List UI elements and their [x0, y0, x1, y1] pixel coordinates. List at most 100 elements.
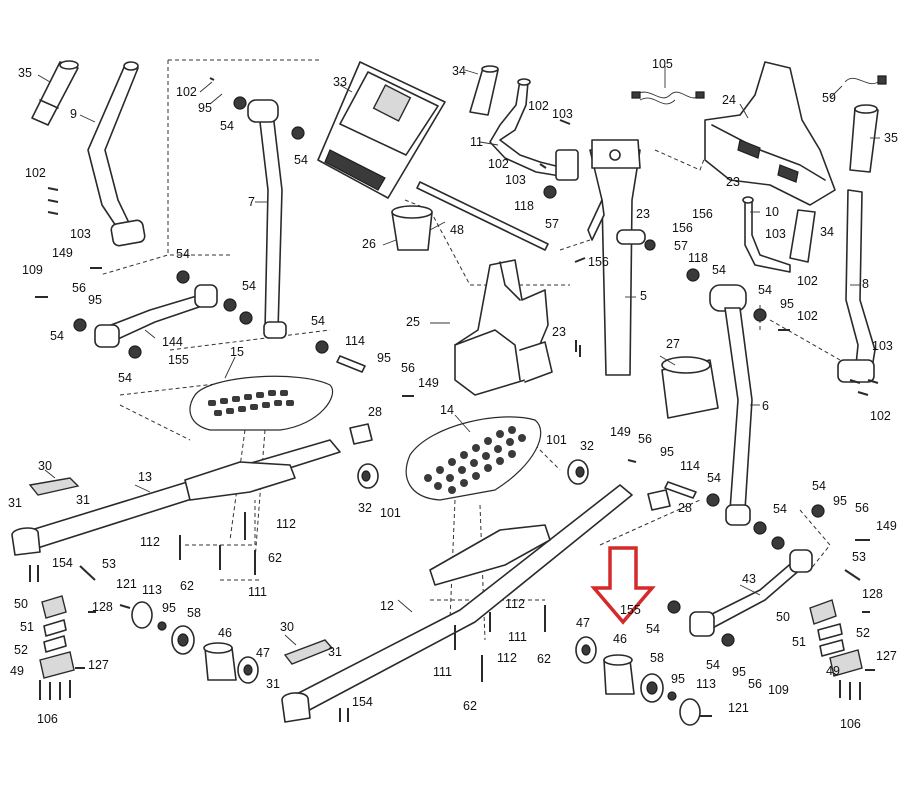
- callout-49: 49: [826, 664, 840, 678]
- part-hub-assembly-right: [575, 636, 701, 726]
- callout-32: 32: [580, 439, 594, 453]
- callout-62: 62: [463, 699, 477, 713]
- part-pedal-arm-13: [11, 439, 341, 556]
- callout-156: 156: [588, 255, 609, 269]
- callout-13: 13: [138, 470, 152, 484]
- callout-54: 54: [294, 153, 308, 167]
- callout-127: 127: [88, 658, 109, 672]
- callout-102: 102: [870, 409, 891, 423]
- bushings-54: [73, 96, 825, 647]
- callout-113: 113: [696, 677, 716, 691]
- part-grip-34-top: [469, 65, 499, 116]
- callout-118: 118: [688, 251, 708, 265]
- callout-33: 33: [333, 75, 347, 89]
- callout-112: 112: [140, 535, 160, 549]
- callout-95: 95: [732, 665, 746, 679]
- part-end-cap-30-bottom: [283, 639, 334, 665]
- part-pedal-14: [405, 416, 542, 501]
- callout-54: 54: [812, 479, 826, 493]
- leader-lines: [37, 66, 880, 646]
- callout-34: 34: [452, 64, 466, 78]
- callout-111: 111: [508, 630, 527, 644]
- callout-51: 51: [20, 620, 34, 634]
- callout-54: 54: [118, 371, 132, 385]
- callout-149: 149: [610, 425, 631, 439]
- callout-28: 28: [368, 405, 382, 419]
- callout-56: 56: [72, 281, 86, 295]
- callout-102: 102: [797, 274, 818, 288]
- part-pedal-15: [189, 375, 334, 431]
- callout-149: 149: [418, 376, 439, 390]
- callout-58: 58: [187, 606, 201, 620]
- callout-103: 103: [505, 173, 526, 187]
- part-wires-105: [631, 91, 705, 105]
- highlight-arrow: [590, 546, 656, 625]
- callout-43: 43: [742, 572, 756, 586]
- pedal-15-grip-pattern: [208, 390, 294, 416]
- pedal-14-grip-pattern: [424, 426, 526, 494]
- part-foot-assembly-left: [39, 595, 75, 679]
- callout-103: 103: [70, 227, 91, 241]
- callout-127: 127: [876, 649, 897, 663]
- callout-111: 111: [248, 585, 267, 599]
- callout-28: 28: [678, 501, 692, 515]
- callout-6: 6: [762, 399, 769, 413]
- callout-46: 46: [613, 632, 627, 646]
- callout-101: 101: [380, 506, 401, 520]
- callout-112: 112: [497, 651, 517, 665]
- part-upper-arm-left-9: [87, 61, 146, 247]
- callout-58: 58: [650, 651, 664, 665]
- callout-50: 50: [14, 597, 28, 611]
- callout-47: 47: [576, 616, 590, 630]
- callout-56: 56: [638, 432, 652, 446]
- part-roller-32-left: [357, 463, 379, 489]
- callout-105: 105: [652, 57, 673, 71]
- callout-62: 62: [537, 652, 551, 666]
- callout-103: 103: [872, 339, 893, 353]
- callout-128: 128: [92, 600, 113, 614]
- callout-52: 52: [856, 626, 870, 640]
- callout-11: 11: [470, 135, 483, 149]
- part-grip-34-right: [789, 209, 816, 263]
- callout-14: 14: [440, 403, 454, 417]
- callout-95: 95: [377, 351, 391, 365]
- callout-114: 114: [345, 334, 365, 348]
- callout-8: 8: [862, 277, 869, 291]
- callout-56: 56: [748, 677, 762, 691]
- part-shaft-114-right: [664, 481, 697, 499]
- callout-95: 95: [660, 445, 674, 459]
- callout-62: 62: [268, 551, 282, 565]
- callout-31: 31: [8, 496, 22, 510]
- callout-54: 54: [758, 283, 772, 297]
- callout-102: 102: [488, 157, 509, 171]
- part-lower-arm-7: [247, 99, 287, 339]
- callout-95: 95: [198, 101, 212, 115]
- callout-102: 102: [797, 309, 818, 323]
- callout-32: 32: [358, 501, 372, 515]
- callout-121: 121: [116, 577, 137, 591]
- callout-56: 56: [401, 361, 415, 375]
- callout-111: 111: [433, 665, 452, 679]
- callout-156: 156: [692, 207, 713, 221]
- callout-53: 53: [852, 550, 866, 564]
- part-console-33: [317, 61, 446, 199]
- callout-112: 112: [276, 517, 296, 531]
- callout-62: 62: [180, 579, 194, 593]
- callout-48: 48: [450, 223, 464, 237]
- callout-144: 144: [162, 335, 183, 349]
- callout-112: 112: [505, 597, 525, 611]
- callout-103: 103: [765, 227, 786, 241]
- callout-95: 95: [162, 601, 176, 615]
- callout-59: 59: [822, 91, 836, 105]
- callout-102: 102: [528, 99, 549, 113]
- callout-106: 106: [37, 712, 58, 726]
- callout-49: 49: [10, 664, 24, 678]
- part-end-cap-30-left: [28, 477, 80, 496]
- callout-128: 128: [862, 587, 883, 601]
- part-pedal-arm-12: [281, 484, 633, 723]
- callout-35: 35: [18, 66, 32, 80]
- callout-31: 31: [266, 677, 280, 691]
- callout-labels: 35 9 102 95 54 54 33 34 105 59 24 35 102…: [8, 57, 898, 731]
- callout-102: 102: [25, 166, 46, 180]
